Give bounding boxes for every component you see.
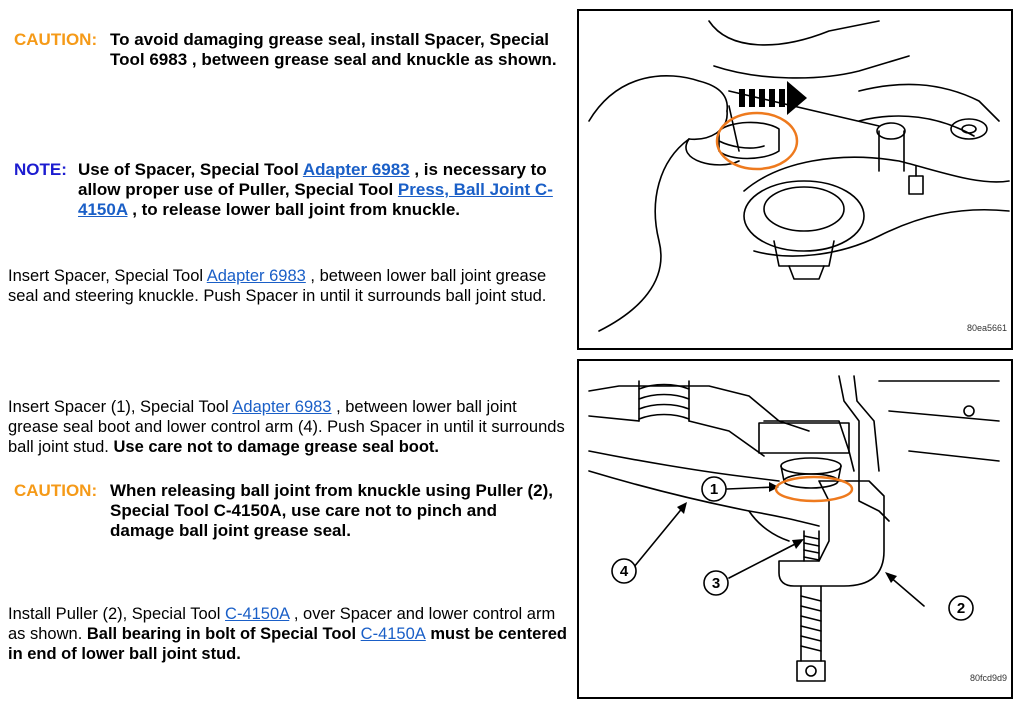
c-4150a-link[interactable]: C-4150A [360, 625, 426, 643]
figure-puller-installation: 1 2 3 4 80fcd9d9 [577, 359, 1013, 699]
callout-2: 2 [948, 595, 974, 621]
caution-label: CAUTION: [14, 481, 98, 500]
step-3-bold-text: must be centered in end of lower ball jo… [8, 625, 568, 663]
callout-1-label: 1 [710, 481, 718, 498]
note-text-part: , to release lower ball joint from knuck… [127, 200, 461, 219]
callout-4-label: 4 [620, 563, 629, 580]
step-2-warning: Use care not to damage grease seal boot. [113, 438, 440, 456]
c-4150a-link[interactable]: C-4150A [225, 605, 290, 623]
push-direction-arrow [739, 81, 807, 115]
step-1-paragraph: Insert Spacer, Special Tool Adapter 6983… [8, 266, 568, 306]
step-3-text: Install Puller (2), Special Tool [8, 605, 226, 623]
caution-text: When releasing ball joint from knuckle u… [110, 481, 554, 540]
adapter-6983-link[interactable]: Adapter 6983 [206, 267, 306, 285]
note-text: Use of Spacer, Special Tool Adapter 6983… [78, 160, 558, 220]
figure-id: 80ea5661 [967, 323, 1007, 333]
callout-4: 4 [611, 558, 637, 584]
step-1-text: , between lower ball joint grease seal a… [8, 267, 547, 305]
step-1-text: Insert Spacer, Special Tool [8, 267, 207, 285]
step-3-paragraph: Install Puller (2), Special Tool C-4150A… [8, 604, 568, 664]
caution-block-2: CAUTION: When releasing ball joint from … [14, 481, 564, 541]
note-text-part: , is necessary to allow proper use of Pu… [78, 160, 547, 199]
figure-spacer-insertion: 80ea5661 [577, 9, 1013, 350]
puller-installation-illustration: 1 2 3 4 80fcd9d9 [588, 375, 1007, 683]
step-2-paragraph: Insert Spacer (1), Special Tool Adapter … [8, 397, 568, 457]
spacer-highlight-circle [715, 111, 799, 171]
step-3-bold-text: Ball bearing in bolt of Special Tool [86, 625, 361, 643]
callout-1: 1 [701, 476, 727, 502]
press-ball-joint-link[interactable]: Press, Ball Joint C-4150A [78, 180, 553, 219]
figure-id: 80fcd9d9 [970, 673, 1007, 683]
callout-3-label: 3 [712, 575, 720, 592]
caution-text: To avoid damaging grease seal, install S… [110, 30, 557, 69]
adapter-6983-link[interactable]: Adapter 6983 [232, 398, 332, 416]
spacer-highlight-ellipse [774, 475, 854, 503]
callout-3: 3 [703, 570, 729, 596]
note-label: NOTE: [14, 160, 67, 179]
caution-block-1: CAUTION: To avoid damaging grease seal, … [14, 30, 564, 70]
step-3-text: , over Spacer and lower control arm as s… [8, 605, 556, 643]
step-2-text: Insert Spacer (1), Special Tool [8, 398, 233, 416]
caution-label: CAUTION: [14, 30, 98, 49]
adapter-6983-link[interactable]: Adapter 6983 [302, 160, 410, 179]
note-text-part: Use of Spacer, Special Tool [78, 160, 303, 179]
step-2-text: , between lower ball joint grease seal b… [8, 398, 565, 456]
spacer-insertion-illustration: 80ea5661 [588, 20, 1010, 333]
callout-2-label: 2 [957, 600, 965, 617]
note-block: NOTE: Use of Spacer, Special Tool Adapte… [14, 160, 564, 220]
